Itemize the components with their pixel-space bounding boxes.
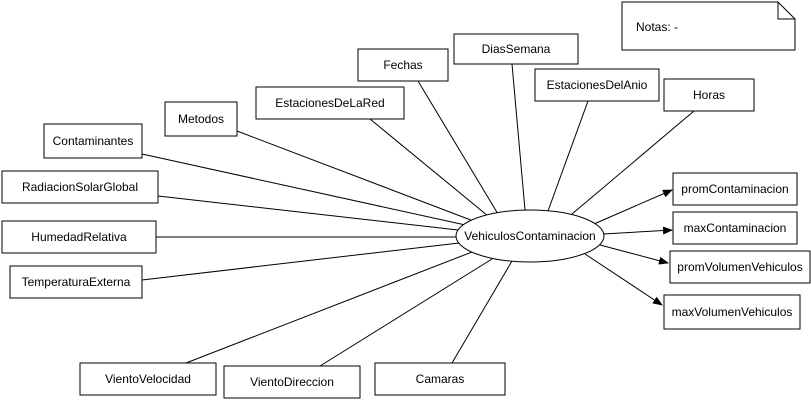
node-label: VientoDireccion [250,375,334,389]
node-box [663,294,801,330]
node-estaciones-red: EstacionesDeLaRed [255,86,405,120]
node-label: Fechas [383,58,422,72]
node-box [255,86,405,120]
node-metodos: Metodos [164,101,238,137]
node-label: promVolumenVehiculos [677,260,802,274]
node-fechas: Fechas [357,48,449,82]
node-box [9,265,143,299]
node-label: Horas [693,88,725,102]
node-box [1,220,157,254]
node-contaminantes: Contaminantes [43,123,143,159]
node-label: maxVolumenVehiculos [672,305,793,319]
node-box [663,78,755,112]
edge-camaras [451,260,513,364]
node-max-contaminacion: maxContaminacion [672,211,798,245]
node-max-volumen: maxVolumenVehiculos [663,294,801,330]
node-camaras: Camaras [374,362,506,396]
center-ellipse [455,209,605,263]
node-label: DiasSemana [482,42,551,56]
node-box [374,362,506,396]
edges-layer [141,63,695,367]
node-prom-volumen: promVolumenVehiculos [669,250,811,284]
node-horas: Horas [663,78,755,112]
node-label: RadiacionSolarGlobal [22,180,138,194]
node-label: promContaminacion [681,182,788,196]
node-label: TemperaturaExterna [22,275,131,289]
edge-viento-direccion [319,258,493,367]
note: Notas: - [621,1,796,51]
node-box [79,362,217,396]
node-box [43,123,143,159]
node-label: Contaminantes [53,134,134,148]
node-viento-direccion: VientoDireccion [223,365,361,399]
node-radiacion: RadiacionSolarGlobal [1,170,159,204]
center-node: VehiculosContaminacion [455,209,605,263]
node-dias-semana: DiasSemana [453,33,579,65]
node-box [164,101,238,137]
edge-metodos [236,130,477,223]
edge-dias-semana [511,63,526,211]
node-box [223,365,361,399]
node-prom-contaminacion: promContaminacion [672,172,798,206]
node-box [534,68,660,102]
node-temperatura: TemperaturaExterna [9,265,143,299]
edge-prom-volumen [599,244,669,265]
node-label: VientoVelocidad [105,372,191,386]
edge-max-volumen [584,253,663,306]
note-text: Notas: - [636,20,678,34]
edge-prom-contaminacion [593,189,673,225]
node-box [672,172,798,206]
edge-max-contaminacion [602,226,673,235]
node-label: Camaras [416,372,465,386]
edge-temperatura [141,242,460,281]
edge-viento-velocidad [185,251,473,364]
edge-estaciones-red [369,118,489,217]
node-box [1,170,159,204]
edge-estaciones-anio [547,100,589,212]
center-label: VehiculosContaminacion [464,229,595,243]
edge-horas [571,110,695,215]
note-fold [777,2,795,20]
node-label: EstacionesDelAnio [547,78,648,92]
node-box [672,211,798,245]
node-label: HumedadRelativa [31,230,127,244]
node-viento-velocidad: VientoVelocidad [79,362,217,396]
edge-contaminantes [141,153,471,227]
node-label: EstacionesDeLaRed [275,96,384,110]
node-label: Metodos [178,112,224,126]
edge-fechas [417,80,499,215]
edge-radiacion [157,195,459,231]
node-label: maxContaminacion [684,221,787,235]
note-shape [621,1,796,51]
node-box [669,250,811,284]
node-estaciones-anio: EstacionesDelAnio [534,68,660,102]
node-box [453,33,579,65]
node-humedad: HumedadRelativa [1,220,157,254]
node-box [357,48,449,82]
